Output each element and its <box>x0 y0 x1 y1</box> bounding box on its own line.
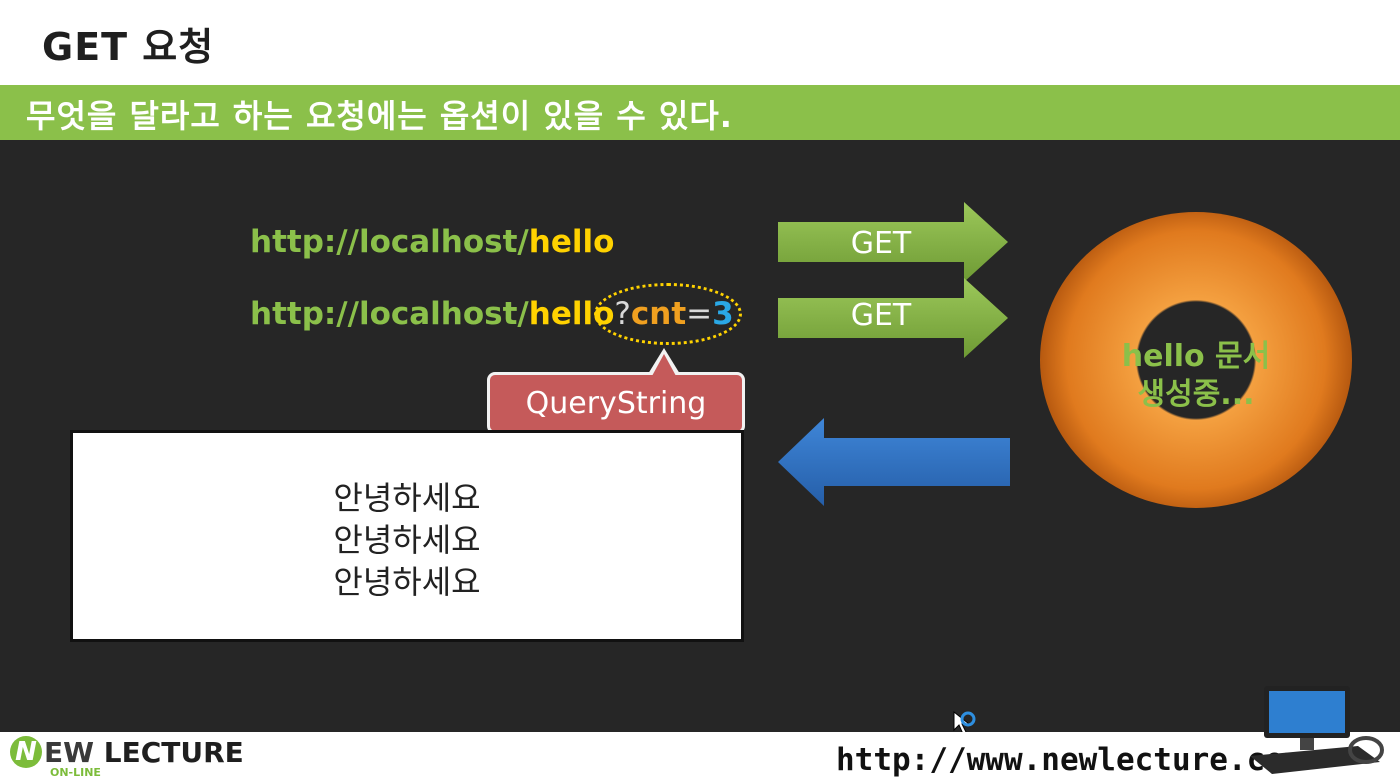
logo-subtitle: ON-LINE <box>50 766 101 779</box>
url-base: http://localhost/ <box>250 224 529 260</box>
response-line: 안녕하세요 <box>333 479 481 517</box>
response-document: 안녕하세요 안녕하세요 안녕하세요 <box>70 430 744 642</box>
footer-bar: N EW LECTURE ON-LINE http://www.newlectu… <box>0 732 1400 780</box>
logo-word-b: LECTURE <box>94 736 244 769</box>
logo-word-a: EW <box>44 736 95 769</box>
url-path: hello <box>528 224 615 260</box>
querystring-callout: QueryString <box>487 372 745 434</box>
response-arrow <box>778 418 1010 506</box>
request-url-1: http://localhost/hello <box>250 224 614 260</box>
get-arrow-1-label: GET <box>850 226 912 261</box>
url-base: http://localhost/ <box>250 296 529 332</box>
response-line: 안녕하세요 <box>333 563 481 601</box>
server-status-label: hello 문서 생성중... <box>1040 338 1352 414</box>
computer-monitor-icon <box>1250 686 1384 774</box>
response-line: 안녕하세요 <box>333 521 481 559</box>
get-arrow-2-label: GET <box>850 298 912 333</box>
get-arrow-2 <box>778 278 1008 358</box>
querystring-highlight-ellipse <box>594 283 742 345</box>
footer-url: http://www.newlecture.com <box>836 742 1303 778</box>
server-status-line-2: 생성중... <box>1137 377 1255 412</box>
slide-title: GET 요청 <box>42 25 215 69</box>
get-arrow-1 <box>778 202 1008 282</box>
logo-wordmark: EW LECTURE <box>44 736 244 769</box>
server-status-line-1: hello 문서 <box>1121 339 1271 374</box>
callout-pointer <box>652 354 676 376</box>
banner-text: 무엇을 달라고 하는 요청에는 옵션이 있을 수 있다. <box>26 97 733 135</box>
diagram-stage: http://localhost/hello http://localhost/… <box>0 140 1400 735</box>
server-ring <box>1040 212 1352 508</box>
logo-mark: N <box>10 736 42 768</box>
subtitle-banner: 무엇을 달라고 하는 요청에는 옵션이 있을 수 있다. <box>0 85 1400 140</box>
querystring-label: QueryString <box>525 385 707 421</box>
